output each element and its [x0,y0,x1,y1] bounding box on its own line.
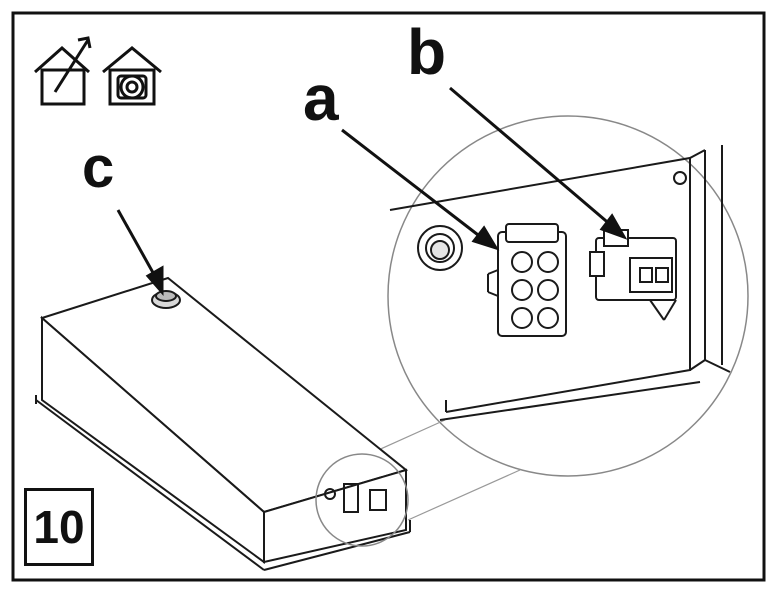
magnified-detail-circle [387,115,749,477]
box-connectors [324,483,387,513]
magnify-line-bottom [407,469,521,521]
chassis-panel [389,145,731,421]
callout-label-a: a [303,62,339,134]
arrow-c [116,209,164,296]
arrow-b [449,86,628,240]
house-service-icon [102,46,162,106]
grommet [417,225,463,271]
step-number-box: 10 [24,488,94,566]
arrow-a [341,128,500,251]
button-c [151,290,181,309]
connector-a [487,223,567,337]
connector-b [589,229,677,321]
callout-label-b: b [407,16,447,88]
detail-location-circle [315,453,409,547]
figure-frame [11,11,766,582]
callout-label-c: c [82,135,115,200]
house-install-icon [34,36,92,106]
step-number: 10 [33,501,85,553]
